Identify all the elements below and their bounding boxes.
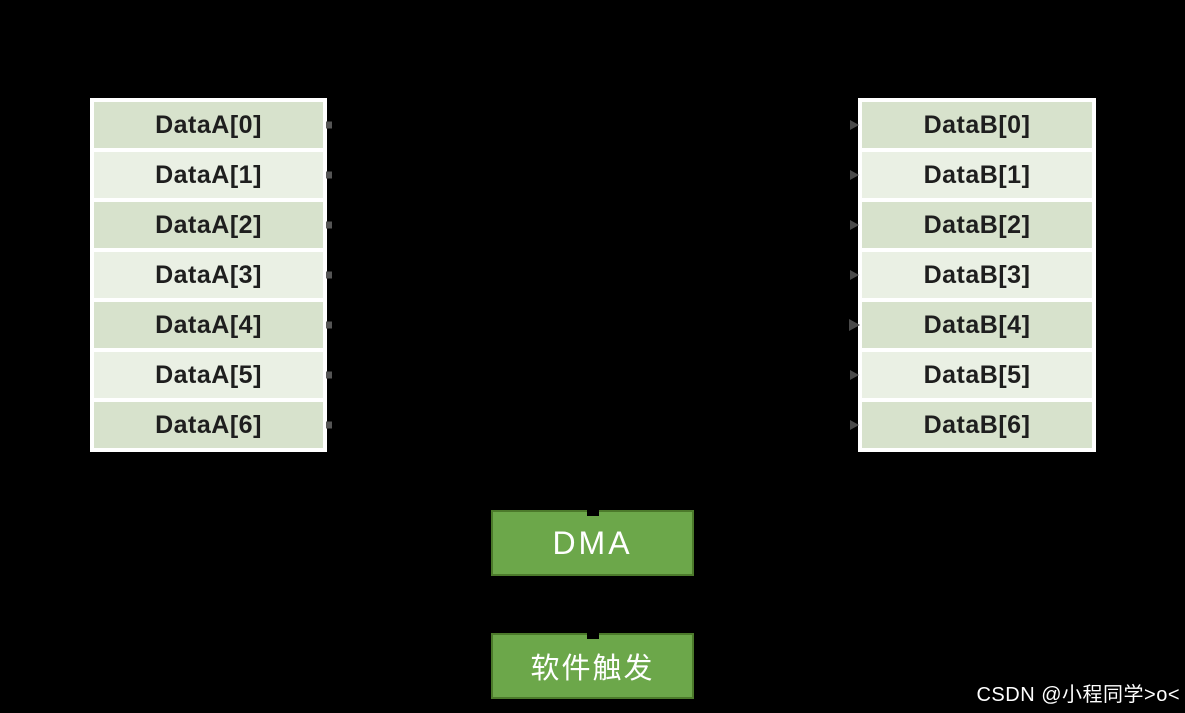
arrow-head-icon — [849, 319, 860, 331]
table-row: DataB[2] — [850, 202, 1092, 248]
memory-cell-label: DataA[1] — [155, 160, 262, 189]
table-row: DataB[6] — [850, 402, 1092, 448]
memory-cell-label: DataB[5] — [923, 360, 1031, 389]
arrow-tail-stub-icon — [326, 271, 332, 279]
dataB-memory-table: DataB[0] DataB[1] DataB[2] DataB[3] DataB[4]… — [849, 98, 1096, 452]
table-row: DataB[3] — [850, 252, 1092, 298]
dataA-memory-table: DataA[0] DataA[1] DataA[2] DataA[3] DataA[4]… — [90, 98, 332, 452]
memory-cell-label: DataB[1] — [923, 160, 1031, 189]
arrow-head-icon — [850, 120, 859, 130]
arrow-tail-stub-icon — [326, 171, 332, 179]
table-row: DataA[3] — [94, 252, 332, 298]
arrow-head-icon — [850, 420, 859, 430]
arrow-tail-stub-icon — [326, 421, 332, 429]
arrow-tail-stub-icon — [326, 121, 332, 129]
arrow-head-icon — [850, 170, 859, 180]
table-row: DataA[6] — [94, 402, 332, 448]
arrow-head-icon — [850, 220, 859, 230]
memory-cell-label: DataB[6] — [923, 410, 1031, 439]
arrow-tail-stub-icon — [326, 371, 332, 379]
memory-cell-label: DataA[2] — [155, 210, 262, 239]
memory-cell-label: DataA[0] — [155, 110, 262, 139]
table-row: DataB[4] — [849, 302, 1092, 348]
table-row: DataB[0] — [850, 102, 1092, 148]
arrow-tail-stub-icon — [326, 221, 332, 229]
arrow-head-icon — [850, 370, 859, 380]
table-row: DataA[1] — [94, 152, 332, 198]
table-row: DataB[5] — [850, 352, 1092, 398]
table-row: DataA[2] — [94, 202, 332, 248]
table-row: DataB[1] — [850, 152, 1092, 198]
table-row: DataA[0] — [94, 102, 332, 148]
arrow-head-icon — [850, 270, 859, 280]
watermark: CSDN @小程同学>o< — [976, 684, 1180, 706]
memory-cell-label: DataA[4] — [155, 310, 262, 339]
arrow-notch-icon — [586, 631, 599, 639]
memory-cell-label: DataA[3] — [155, 260, 262, 289]
memory-cell-label: DataB[0] — [923, 110, 1031, 139]
table-row: DataA[5] — [94, 352, 332, 398]
memory-cell-label: DataB[4] — [923, 310, 1031, 339]
memory-cell-label: DataB[3] — [923, 260, 1031, 289]
dma-box: DMA — [491, 508, 694, 576]
arrow-tail-stub-icon — [326, 321, 332, 329]
arrow-notch-icon — [586, 508, 599, 516]
memory-cell-label: DataA[6] — [155, 410, 262, 439]
dma-box-label: DMA — [552, 524, 633, 561]
memory-cell-label: DataB[2] — [923, 210, 1031, 239]
software-trigger-box: 软件触发 — [491, 631, 694, 699]
memory-cell-label: DataA[5] — [155, 360, 262, 389]
table-row: DataA[4] — [94, 302, 332, 348]
software-trigger-label: 软件触发 — [530, 653, 655, 685]
